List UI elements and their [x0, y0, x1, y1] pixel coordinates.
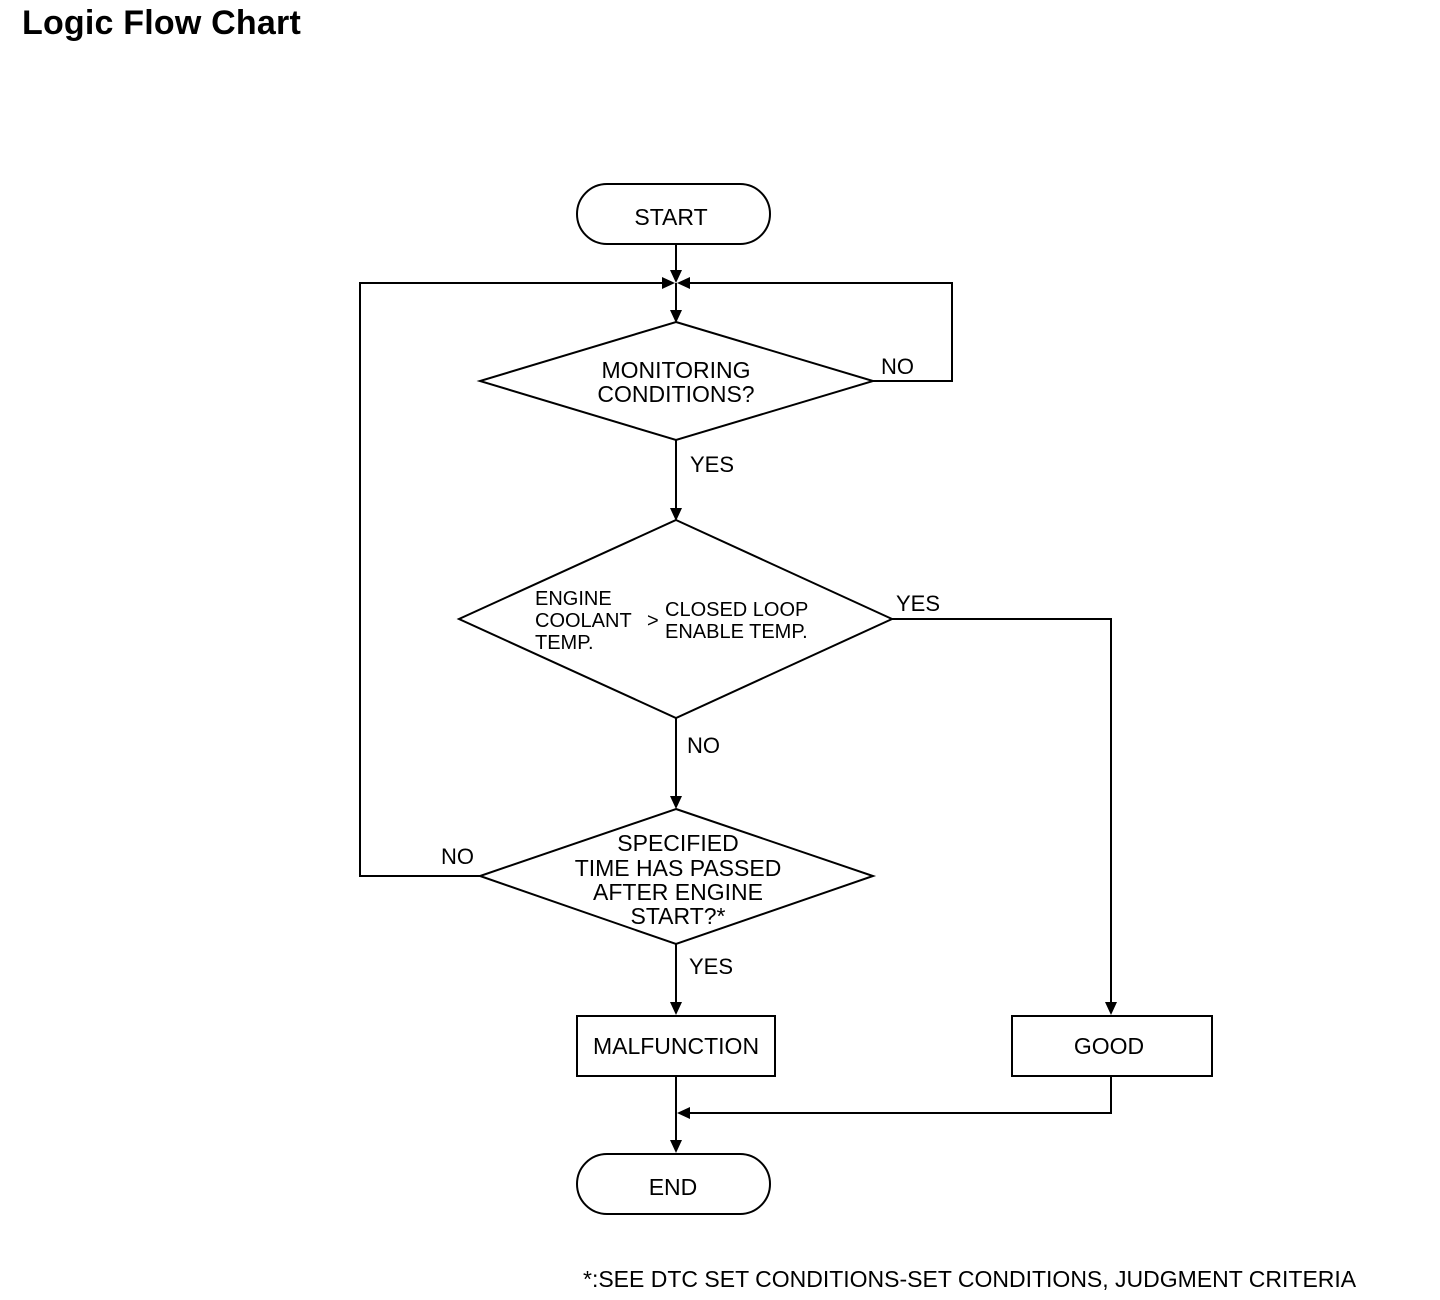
arrow-to-coolant — [670, 508, 682, 521]
specified-label-line-4: START?* — [630, 903, 725, 929]
edge-label-specified-yes: YES — [689, 954, 733, 979]
good-label: GOOD — [1074, 1033, 1144, 1059]
arrow-to-good — [1105, 1002, 1117, 1015]
malfunction-label: MALFUNCTION — [593, 1033, 759, 1059]
edge-label-specified-no: NO — [441, 844, 474, 869]
end-label: END — [649, 1174, 698, 1200]
malfunction-box — [576, 1015, 776, 1077]
arrow-specified-no-loop — [662, 277, 675, 289]
page-title: Logic Flow Chart — [22, 4, 301, 42]
arrow-to-malfunction — [670, 1002, 682, 1015]
edge-label-monitoring-yes: YES — [690, 452, 734, 477]
edge-label-coolant-yes: YES — [896, 591, 940, 616]
arrow-good-merge — [677, 1107, 690, 1119]
specified-label-line-3: AFTER ENGINE — [593, 879, 763, 905]
specified-time-decision — [476, 807, 877, 946]
footnote: *:SEE DTC SET CONDITIONS-SET CONDITIONS,… — [583, 1266, 1357, 1292]
edge-label-coolant-no: NO — [687, 733, 720, 758]
start-terminator — [576, 183, 771, 245]
monitoring-decision — [476, 320, 877, 442]
monitoring-label-line-2: CONDITIONS? — [597, 381, 754, 407]
arrow-to-specified — [670, 796, 682, 809]
arrow-start-to-merge — [670, 270, 682, 283]
coolant-left-line-3: TEMP. — [535, 632, 594, 654]
specified-label-line-1: SPECIFIED — [617, 830, 738, 856]
monitoring-label-line-1: MONITORING — [601, 357, 750, 383]
arrow-to-end — [670, 1140, 682, 1153]
connector-monitoring-no-loop — [688, 282, 953, 382]
arrow-monitoring-no-loop — [677, 277, 690, 289]
end-terminator — [576, 1153, 771, 1215]
good-box — [1011, 1015, 1213, 1077]
coolant-left-line-1: ENGINE — [535, 588, 612, 610]
connector-good-to-end — [688, 1076, 1112, 1114]
coolant-decision — [456, 518, 895, 720]
coolant-right-line-1: CLOSED LOOP — [665, 599, 808, 621]
start-label: START — [634, 204, 707, 230]
coolant-left-line-2: COOLANT — [535, 610, 632, 632]
specified-label-line-2: TIME HAS PASSED — [575, 855, 782, 881]
arrow-to-monitoring — [670, 310, 682, 323]
edge-label-monitoring-no: NO — [881, 354, 914, 379]
connector-specified-no-loop — [359, 282, 664, 877]
coolant-right-line-2: ENABLE TEMP. — [665, 621, 808, 643]
coolant-operator: > — [647, 610, 659, 632]
connector-coolant-yes-to-good — [892, 618, 1112, 1004]
